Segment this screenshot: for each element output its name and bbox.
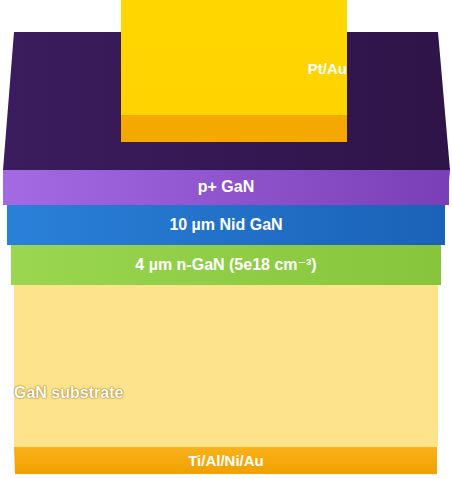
drift-layer: 10 µm Nid GaN	[7, 205, 445, 245]
bottom-contact: Ti/Al/Ni/Au	[15, 447, 437, 474]
substrate-layer: GaN substrate	[14, 285, 438, 447]
n-gan-layer: 4 µm n-GaN (5e18 cm⁻³)	[11, 245, 441, 285]
top-contact: Pt/Au	[121, 0, 347, 142]
layer-label: GaN substrate	[14, 384, 123, 402]
layer-label: Pt/Au	[308, 60, 347, 77]
layer-label: 4 µm n-GaN (5e18 cm⁻³)	[135, 256, 316, 274]
layer-label: Ti/Al/Ni/Au	[188, 452, 264, 469]
layer-label: 10 µm Nid GaN	[169, 216, 282, 234]
p-gan-side	[3, 170, 450, 205]
p-gan-layer: p+ GaN	[3, 170, 449, 205]
bottom-contact-side	[14, 447, 437, 474]
layer-label: p+ GaN	[198, 178, 254, 196]
